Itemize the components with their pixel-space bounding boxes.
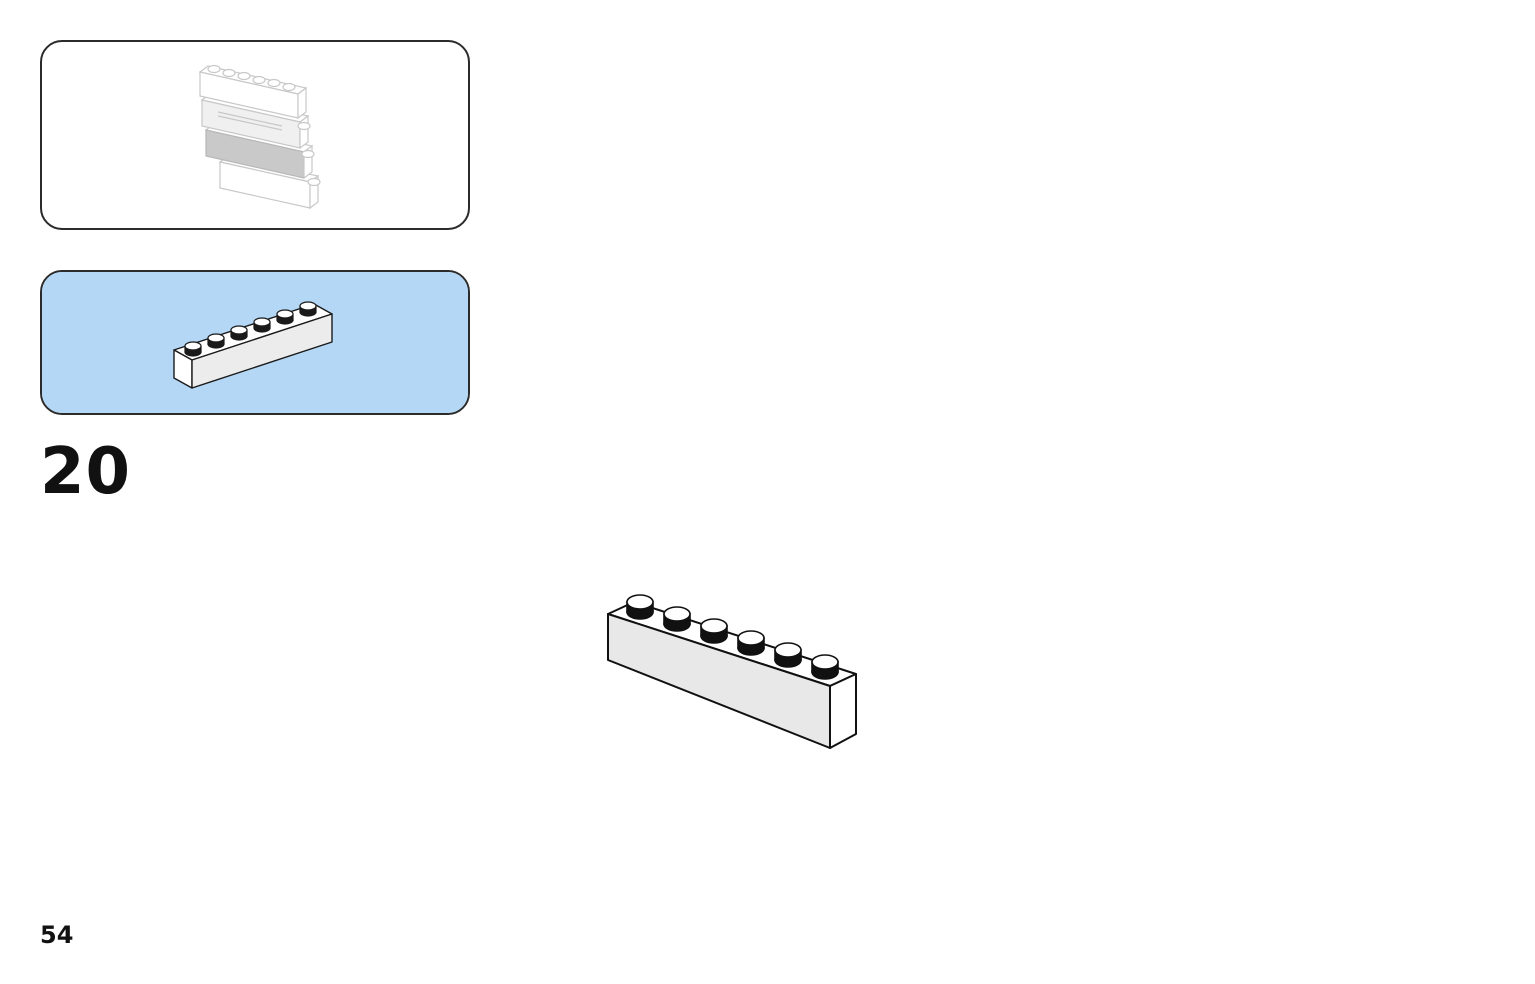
page-number: 54: [40, 921, 74, 949]
submodel-brick-stack-icon: [198, 64, 321, 210]
brick-1x6-placement-icon: [607, 594, 857, 749]
submodel-preview-panel: [40, 40, 470, 230]
step-number: 20: [40, 435, 132, 509]
parts-list-panel: [40, 270, 470, 415]
brick-1x6-icon: [42, 272, 468, 413]
